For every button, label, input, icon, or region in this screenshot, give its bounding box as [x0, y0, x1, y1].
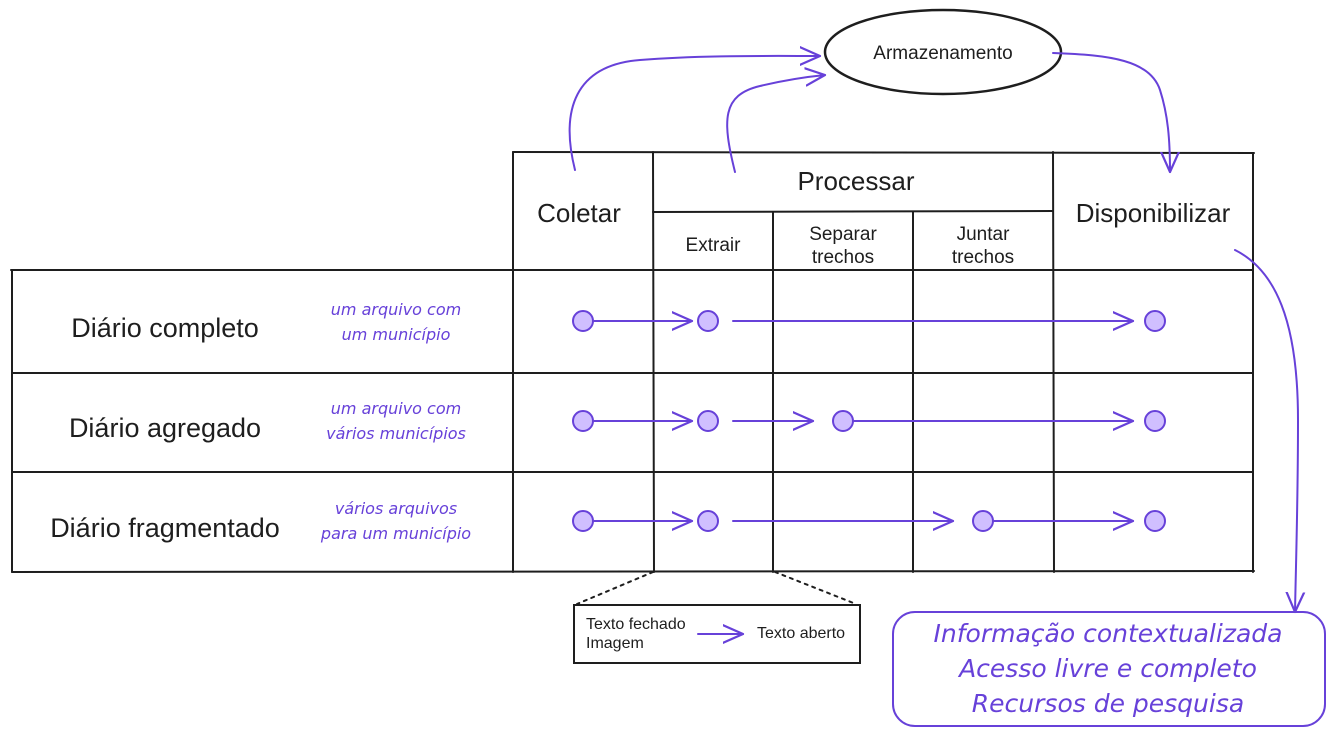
header-coletar: Coletar: [537, 198, 621, 228]
arrow-disponibilizar-to-summary: [1234, 249, 1298, 612]
header-separar-line1: Separar: [809, 224, 877, 245]
detail-connectors: [576, 571, 857, 605]
node-agregado-separar: [832, 410, 854, 432]
storage-label: Armazenamento: [873, 43, 1012, 64]
detail-right: Texto aberto: [757, 625, 845, 642]
row-note-fragmentado-line2: para um município: [320, 524, 471, 543]
row-note-completo-line2: um município: [342, 325, 451, 344]
node-fragmentado-disponibilizar: [1144, 510, 1166, 532]
arrow-coletar-to-storage: [568, 56, 820, 171]
table-grid: [10, 151, 1255, 573]
header-juntar-line1: Juntar: [957, 224, 1010, 245]
node-fragmentado-extrair: [697, 510, 719, 532]
storage-arrows: [568, 52, 1298, 612]
node-agregado-disponibilizar: [1144, 410, 1166, 432]
row-note-agregado-line1: um arquivo com: [331, 399, 461, 418]
detail-left-line2: Imagem: [586, 635, 644, 652]
header-processar: Processar: [797, 166, 914, 196]
table-header: Coletar Processar Disponibilizar Extrair…: [537, 166, 1231, 268]
row-note-agregado-line2: vários municípios: [326, 424, 466, 443]
extract-detail-box: Texto fechado Imagem Texto aberto: [573, 604, 861, 664]
row-label-completo: Diário completo: [71, 313, 259, 343]
flow-arrows: [593, 321, 1133, 521]
node-fragmentado-coletar: [572, 510, 594, 532]
detail-left-line1: Texto fechado: [586, 616, 686, 633]
row-labels: Diário completo um arquivo com um municí…: [50, 300, 471, 543]
row-label-agregado: Diário agregado: [69, 413, 261, 443]
summary-line3: Recursos de pesquisa: [972, 689, 1244, 718]
header-disponibilizar: Disponibilizar: [1076, 198, 1231, 228]
node-agregado-extrair: [697, 410, 719, 432]
header-juntar-line2: trechos: [952, 247, 1014, 268]
arrow-extrair-to-storage: [726, 75, 825, 173]
summary-box: Informação contextualizada Acesso livre …: [892, 611, 1326, 727]
node-completo-disponibilizar: [1144, 310, 1166, 332]
storage-node: Armazenamento: [823, 8, 1063, 96]
row-label-fragmentado: Diário fragmentado: [50, 513, 280, 543]
row-note-completo-line1: um arquivo com: [331, 300, 461, 319]
node-agregado-coletar: [572, 410, 594, 432]
arrow-storage-to-disponibilizar: [1052, 52, 1170, 172]
node-completo-extrair: [697, 310, 719, 332]
node-fragmentado-juntar: [972, 510, 994, 532]
row-note-fragmentado-line1: vários arquivos: [335, 499, 457, 518]
header-separar-line2: trechos: [812, 247, 874, 268]
header-extrair: Extrair: [686, 235, 742, 256]
summary-line2: Acesso livre e completo: [957, 654, 1257, 683]
node-completo-coletar: [572, 310, 594, 332]
summary-line1: Informação contextualizada: [934, 619, 1283, 648]
flow-nodes: [572, 310, 1166, 532]
